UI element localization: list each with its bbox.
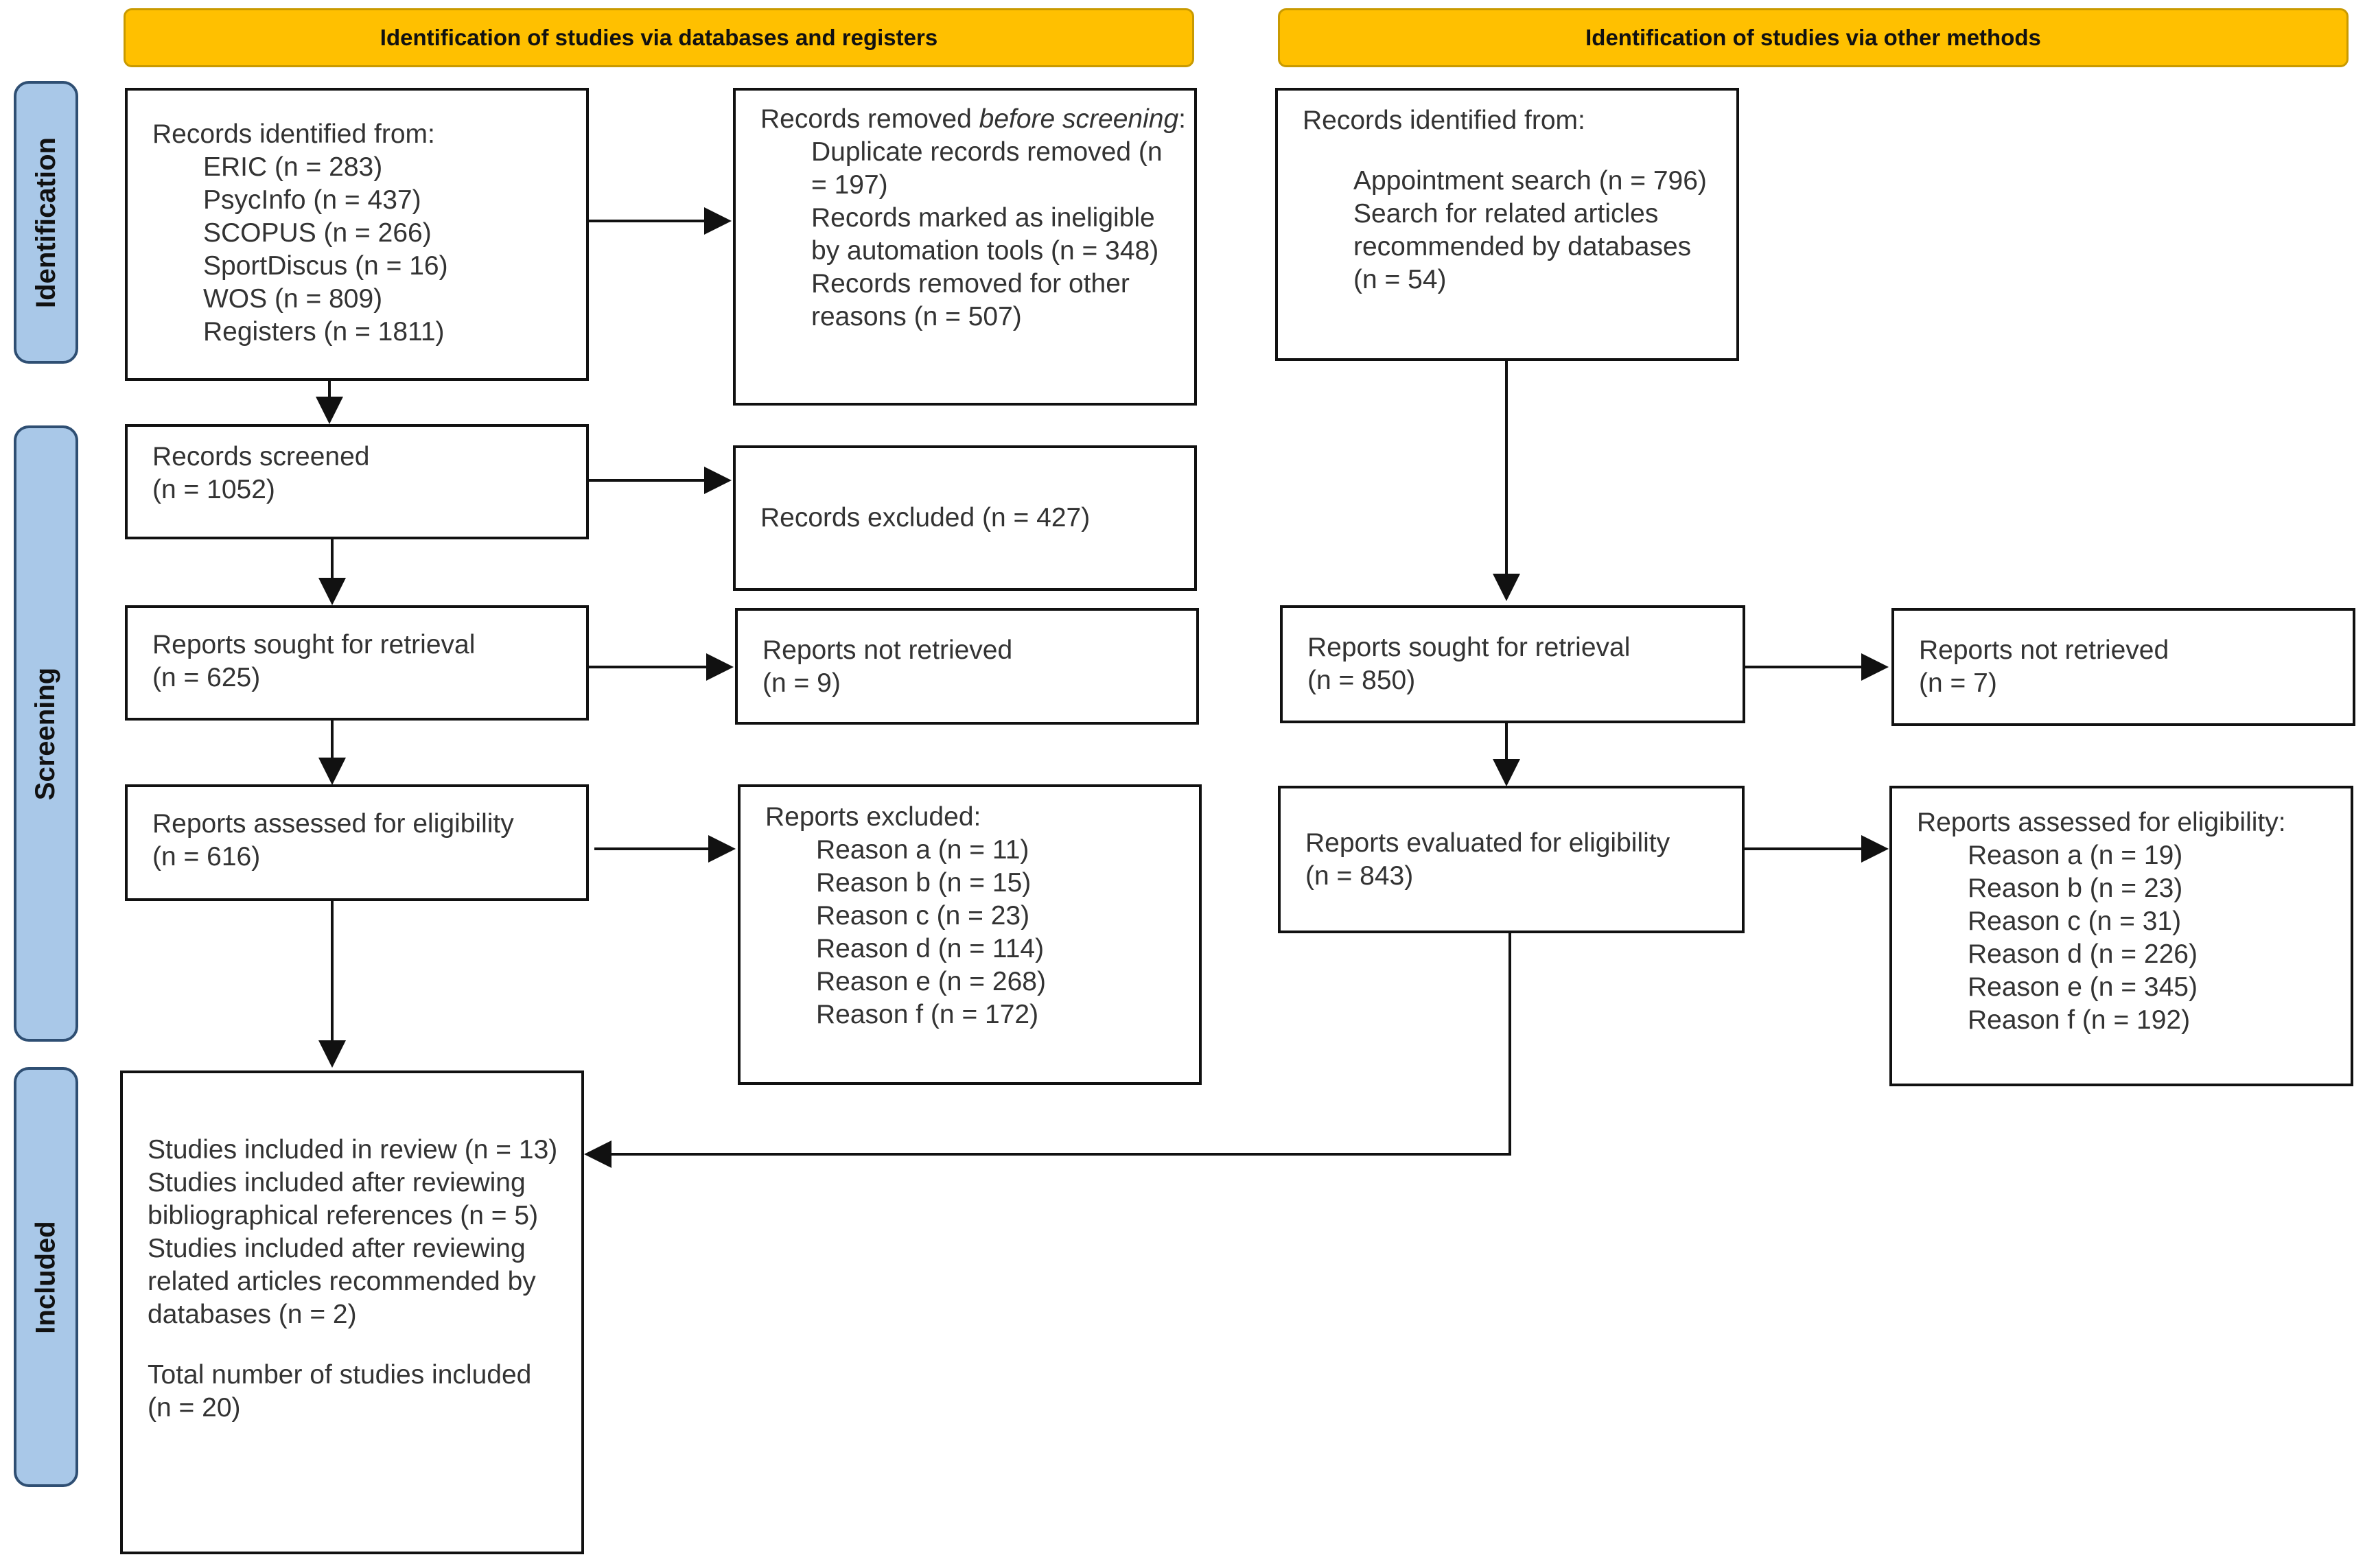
excluded-reason-b: Reason b (n = 15) [816, 868, 1032, 898]
source-wos: WOS (n = 809) [203, 284, 383, 314]
source-appointment-search: Appointment search (n = 796) [1353, 166, 1707, 196]
phase-screening-label: Screening [30, 667, 61, 800]
records-screened-label: Records screened [152, 442, 370, 471]
other-reports-sought-label: Reports sought for retrieval [1307, 633, 1631, 662]
other-reports-evaluated-box: Reports evaluated for eligibility (n = 8… [1278, 786, 1745, 933]
phase-identification: Identification [14, 81, 78, 364]
reports-excluded-box: Reports excluded: Reason a (n = 11) Reas… [738, 784, 1202, 1085]
other-records-identified-box: Records identified from: Appointment sea… [1275, 88, 1739, 361]
records-removed-title: Records removed before screening: [760, 104, 1187, 134]
reports-sought-count: (n = 625) [152, 663, 261, 692]
assessed-reason-a: Reason a (n = 19) [1968, 841, 2183, 870]
phase-screening: Screening [14, 425, 78, 1042]
other-reports-not-retrieved-count: (n = 7) [1919, 668, 1997, 698]
assessed-reason-e: Reason e (n = 345) [1968, 972, 2198, 1002]
excluded-reason-d: Reason d (n = 114) [816, 934, 1045, 963]
other-reports-assessed-title: Reports assessed for eligibility: [1917, 808, 2286, 837]
other-records-identified-title: Records identified from: [1303, 106, 1585, 135]
phase-included: Included [14, 1067, 78, 1487]
header-databases: Identification of studies via databases … [124, 8, 1194, 67]
assessed-reason-f: Reason f (n = 192) [1968, 1005, 2191, 1035]
other-reports-evaluated-count: (n = 843) [1305, 861, 1414, 891]
records-screened-box: Records screened (n = 1052) [125, 424, 589, 539]
reports-not-retrieved-box: Reports not retrieved (n = 9) [735, 608, 1199, 725]
studies-included-review: Studies included in review (n = 13) [148, 1135, 558, 1165]
phase-identification-label: Identification [30, 137, 61, 308]
header-other-methods: Identification of studies via other meth… [1278, 8, 2349, 67]
records-screened-count: (n = 1052) [152, 475, 275, 504]
assessed-reason-d: Reason d (n = 226) [1968, 939, 2198, 969]
records-removed-box: Records removed before screening: Duplic… [733, 88, 1197, 406]
arrow-other-evaluated-to-included [584, 933, 1511, 1168]
phase-included-label: Included [30, 1220, 61, 1334]
reports-excluded-title: Reports excluded: [765, 802, 981, 832]
excluded-reason-a: Reason a (n = 11) [816, 835, 1029, 865]
other-reports-not-retrieved-label: Reports not retrieved [1919, 635, 2169, 665]
source-related-articles: Search for related articles recommended … [1353, 199, 1692, 294]
other-reports-sought-box: Reports sought for retrieval (n = 850) [1280, 605, 1745, 723]
excluded-reason-f: Reason f (n = 172) [816, 1000, 1039, 1029]
reports-assessed-count: (n = 616) [152, 842, 261, 871]
assessed-reason-c: Reason c (n = 31) [1968, 906, 2182, 936]
reports-sought-label: Reports sought for retrieval [152, 630, 476, 659]
records-identified-box: Records identified from: ERIC (n = 283) … [125, 88, 589, 381]
reports-assessed-box: Reports assessed for eligibility (n = 61… [125, 784, 589, 901]
reports-assessed-label: Reports assessed for eligibility [152, 809, 514, 839]
excluded-reason-e: Reason e (n = 268) [816, 967, 1046, 996]
other-reports-assessed-box: Reports assessed for eligibility: Reason… [1889, 786, 2353, 1086]
other-reports-evaluated-label: Reports evaluated for eligibility [1305, 828, 1670, 858]
removed-duplicates: Duplicate records removed (n = 197) [811, 137, 1163, 200]
reports-sought-box: Reports sought for retrieval (n = 625) [125, 605, 589, 721]
source-scopus: SCOPUS (n = 266) [203, 218, 432, 248]
studies-included-box: Studies included in review (n = 13) Stud… [120, 1070, 584, 1554]
excluded-reason-c: Reason c (n = 23) [816, 901, 1030, 931]
source-sportdiscus: SportDiscus (n = 16) [203, 251, 448, 281]
records-excluded-label: Records excluded (n = 427) [760, 503, 1091, 533]
source-eric: ERIC (n = 283) [203, 152, 383, 182]
other-reports-not-retrieved-box: Reports not retrieved (n = 7) [1891, 608, 2355, 726]
studies-included-related: Studies included after reviewing related… [148, 1234, 536, 1329]
removed-other-reasons: Records removed for other reasons (n = 5… [811, 269, 1130, 331]
reports-not-retrieved-label: Reports not retrieved [762, 635, 1013, 665]
studies-included-total: Total number of studies included (n = 20… [148, 1360, 532, 1423]
other-reports-sought-count: (n = 850) [1307, 666, 1416, 695]
assessed-reason-b: Reason b (n = 23) [1968, 874, 2183, 903]
studies-included-references: Studies included after reviewing bibliog… [148, 1168, 539, 1230]
records-identified-title: Records identified from: [152, 119, 435, 149]
source-psycinfo: PsycInfo (n = 437) [203, 185, 421, 215]
removed-automation: Records marked as ineligible by automati… [811, 203, 1159, 266]
reports-not-retrieved-count: (n = 9) [762, 668, 841, 698]
records-excluded-box: Records excluded (n = 427) [733, 445, 1197, 591]
source-registers: Registers (n = 1811) [203, 317, 445, 347]
